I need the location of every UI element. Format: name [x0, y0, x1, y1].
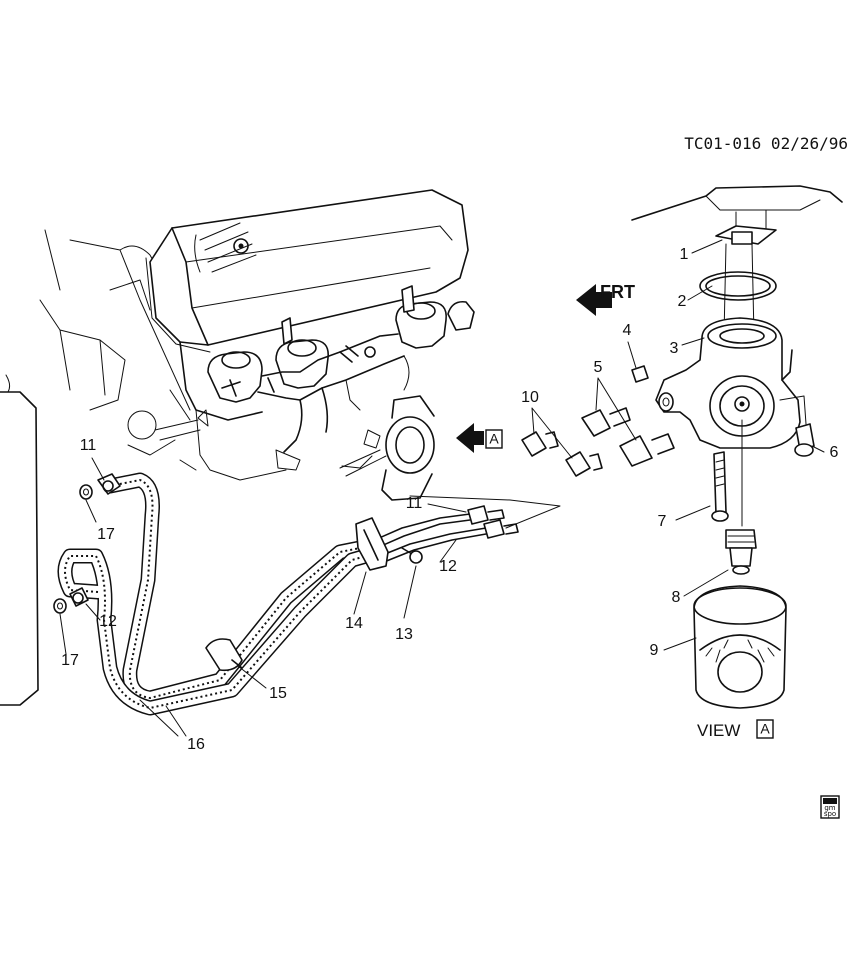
connector-fittings: [521, 407, 675, 477]
view-caption-word: VIEW: [697, 721, 740, 740]
transmission-cooler-edge: [0, 374, 39, 706]
callout-12-left: 12: [99, 613, 117, 630]
frt-arrow-icon: FRT: [576, 282, 635, 316]
callout-13: 13: [395, 626, 413, 643]
drawing-reference: TC01-016 02/26/96: [684, 134, 848, 153]
callout-numbers: 1 2 3 4 5 6 7 8 9 10 11 11 12 12 13 14 1…: [61, 246, 838, 753]
view-a-box-letter: A: [489, 431, 499, 447]
callout-15: 15: [269, 685, 287, 702]
callout-5: 5: [594, 359, 603, 376]
callout-3: 3: [670, 340, 679, 357]
gm-spo-logo-icon: gm spo: [820, 795, 840, 819]
callout-14: 14: [345, 615, 363, 632]
callout-12-right: 12: [439, 558, 457, 575]
callout-10: 10: [521, 389, 539, 406]
callout-1: 1: [680, 246, 689, 263]
callout-11-lower: 11: [406, 495, 423, 512]
callout-4: 4: [623, 322, 632, 339]
view-a-arrow-icon: A: [456, 423, 503, 453]
callout-11-upper: 11: [80, 437, 97, 454]
view-a-caption: VIEW A: [697, 719, 774, 740]
callout-7: 7: [658, 513, 667, 530]
logo-top-text: gm: [824, 804, 835, 812]
callout-2: 2: [678, 293, 687, 310]
callout-17-lower: 17: [61, 652, 79, 669]
callout-leader-lines: [59, 239, 825, 737]
callout-9: 9: [650, 642, 659, 659]
logo-bottom-text: spo: [824, 810, 836, 818]
engine-block-illustration: [39, 189, 475, 501]
o-ring-seals: [53, 484, 93, 614]
oil-filter-adapter-assembly: [631, 185, 843, 709]
oil-cooler-hoses: [57, 472, 519, 716]
callout-8: 8: [672, 589, 681, 606]
callout-17-upper: 17: [97, 526, 115, 543]
callout-6: 6: [830, 444, 839, 461]
frt-label: FRT: [600, 282, 635, 302]
callout-16: 16: [187, 736, 205, 753]
view-caption-letter: A: [760, 721, 770, 737]
